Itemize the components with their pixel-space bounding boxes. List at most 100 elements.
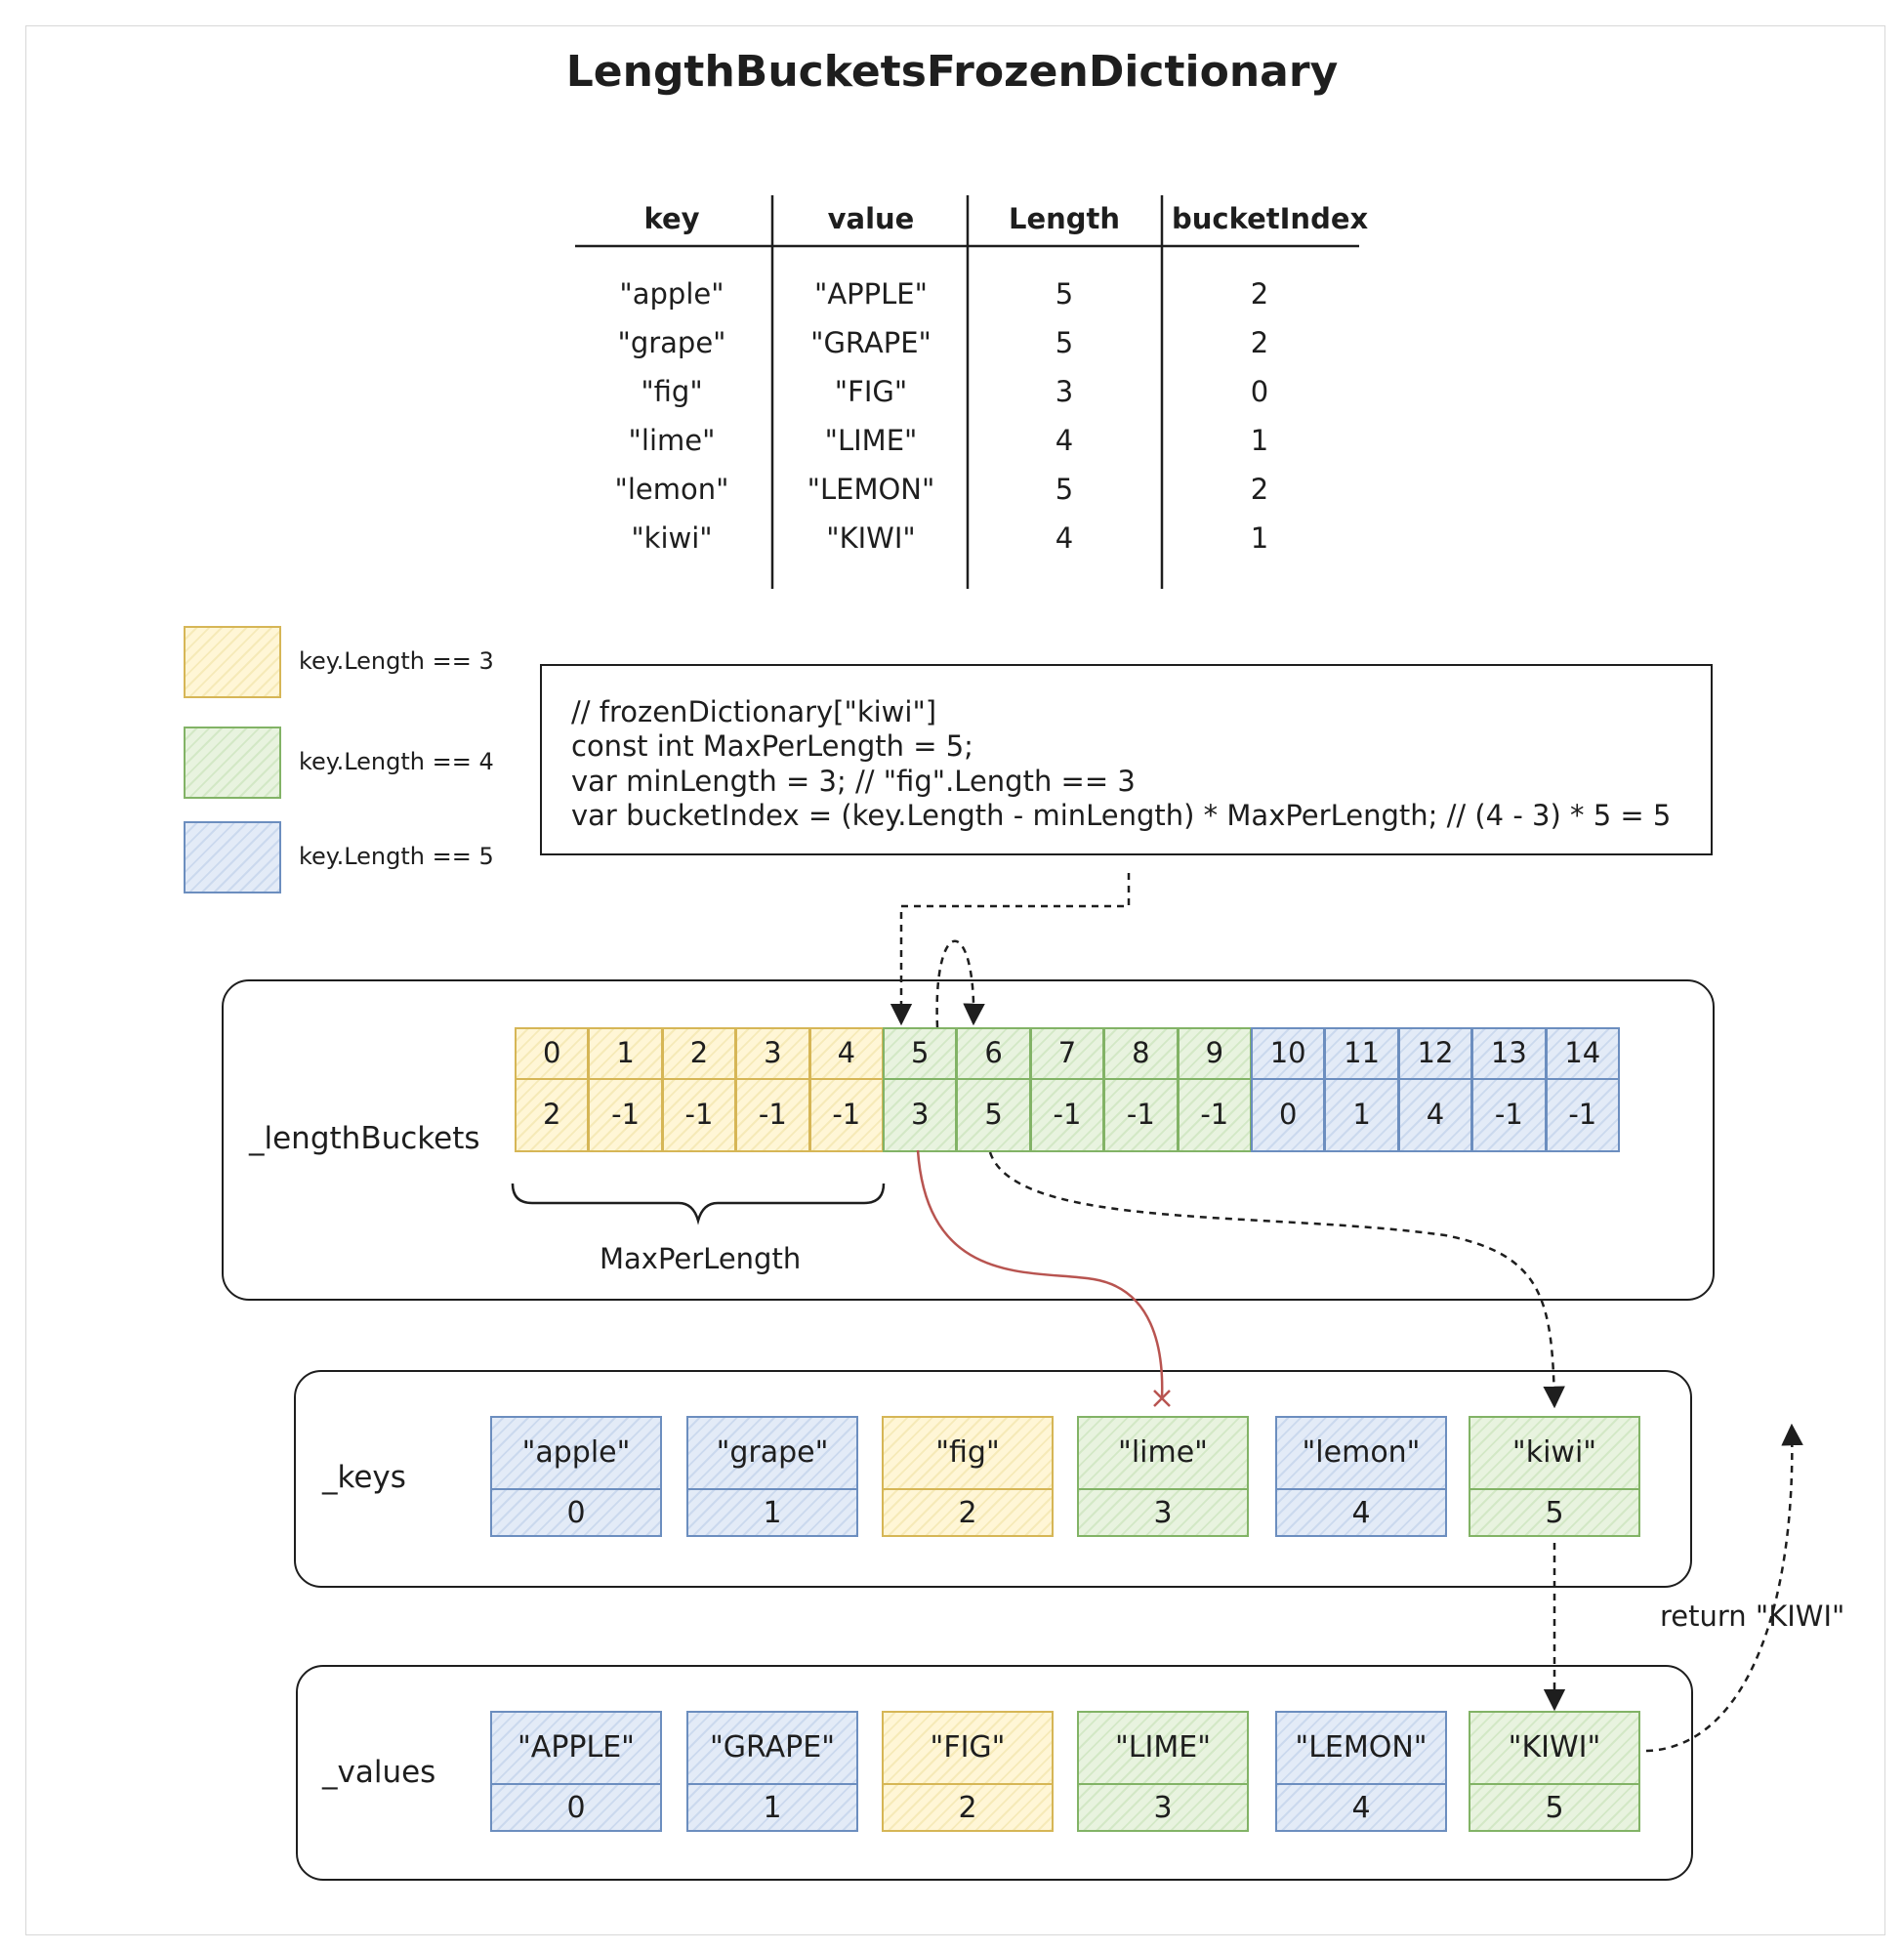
cell-divider: [492, 1783, 660, 1785]
value-index: 0: [566, 1791, 586, 1825]
code-line: var minLength = 3; // "fig".Length == 3: [571, 765, 1136, 798]
code-line: const int MaxPerLength = 5;: [571, 729, 973, 763]
value-text: "LIME": [1115, 1730, 1211, 1765]
table-cell: "LEMON": [807, 473, 935, 506]
cell-divider: [590, 1078, 661, 1080]
cell-divider: [1253, 1078, 1324, 1080]
table-cell: "FIG": [834, 375, 908, 408]
key-text: "lemon": [1302, 1435, 1421, 1470]
legend-label: key.Length == 5: [299, 843, 494, 870]
key-text: "apple": [521, 1435, 631, 1470]
value-cell: "FIG" 2: [882, 1711, 1054, 1832]
bucket-index: 10: [1269, 1036, 1306, 1069]
cell-divider: [1470, 1783, 1638, 1785]
table-cell: "lime": [628, 424, 716, 457]
table-cell: "apple": [619, 277, 724, 311]
value-index: 4: [1351, 1791, 1371, 1825]
legend-swatch: [184, 626, 281, 698]
length-bucket-cell: 2-1: [661, 1027, 737, 1152]
table-header: value: [827, 202, 915, 235]
length-bucket-cell: 1-1: [588, 1027, 663, 1152]
key-cell: "lemon" 4: [1275, 1416, 1447, 1537]
length-bucket-cell: 8-1: [1103, 1027, 1179, 1152]
key-index: 2: [958, 1496, 977, 1530]
table-cell: 1: [1250, 521, 1269, 555]
cell-divider: [1470, 1488, 1638, 1490]
value-cell: "LEMON"4: [1275, 1711, 1447, 1832]
table-cell: 2: [1250, 326, 1269, 359]
cell-divider: [885, 1078, 956, 1080]
table-header: Length: [1008, 202, 1121, 235]
bucket-index: 3: [764, 1036, 782, 1069]
key-cell: "fig"2: [882, 1416, 1054, 1537]
length-bucket-cell: 4 -1: [808, 1027, 884, 1152]
key-cell: "lime"3: [1077, 1416, 1249, 1537]
table-cell: 5: [1055, 473, 1074, 506]
table-cell: 5: [1055, 277, 1074, 311]
cell-divider: [492, 1488, 660, 1490]
bucket-index: 6: [984, 1036, 1003, 1069]
key-index: 0: [566, 1496, 586, 1530]
bucket-value: 3: [910, 1098, 930, 1131]
length-bucket-cell: 3-1: [735, 1027, 810, 1152]
code-line: // frozenDictionary["kiwi"]: [571, 695, 937, 728]
key-index: 4: [1351, 1496, 1371, 1530]
cell-divider: [1079, 1488, 1247, 1490]
value-index: 3: [1153, 1791, 1173, 1825]
bucket-value: -1: [1494, 1098, 1523, 1131]
value-index: 2: [958, 1791, 977, 1825]
table-cell: 2: [1250, 277, 1269, 311]
cell-divider: [884, 1488, 1052, 1490]
keys-label: _keys: [322, 1460, 406, 1495]
bucket-value: 0: [1278, 1098, 1298, 1131]
key-index: 3: [1153, 1496, 1173, 1530]
value-cell: "GRAPE"1: [686, 1711, 858, 1832]
bucket-index: 13: [1490, 1036, 1527, 1069]
page-frame: [25, 25, 1885, 1935]
value-cell: "APPLE"0: [490, 1711, 662, 1832]
key-text: "grape": [716, 1435, 829, 1470]
values-label: _values: [322, 1755, 436, 1790]
bucket-index: 7: [1057, 1036, 1077, 1069]
bucket-value: -1: [1053, 1098, 1082, 1131]
cell-divider: [1031, 1078, 1103, 1080]
bucket-index: 4: [837, 1036, 856, 1069]
value-text: "KIWI": [1508, 1730, 1601, 1765]
table-cell: "GRAPE": [810, 326, 931, 359]
bucket-value: -1: [832, 1098, 861, 1131]
bucket-value: 5: [984, 1098, 1003, 1131]
value-text: "FIG": [930, 1730, 1006, 1765]
table-header: bucketIndex: [1172, 202, 1369, 235]
cell-divider: [688, 1783, 856, 1785]
cell-divider: [1179, 1078, 1250, 1080]
cell-divider: [884, 1783, 1052, 1785]
bucket-value: 1: [1352, 1098, 1371, 1131]
cell-divider: [1105, 1078, 1177, 1080]
value-cell: "LIME" 3: [1077, 1711, 1249, 1832]
code-line: var bucketIndex = (key.Length - minLengt…: [571, 799, 1672, 832]
legend-label: key.Length == 4: [299, 748, 494, 775]
cell-divider: [810, 1078, 882, 1080]
value-text: "GRAPE": [709, 1730, 836, 1765]
legend-swatch: [184, 821, 281, 893]
bucket-index: 11: [1344, 1036, 1381, 1069]
bucket-index: 0: [542, 1036, 561, 1069]
table-cell: "APPLE": [814, 277, 928, 311]
table-lines: [575, 195, 1359, 589]
cell-divider: [1326, 1078, 1397, 1080]
length-buckets-label: _lengthBuckets: [249, 1121, 480, 1156]
bucket-index: 5: [910, 1036, 930, 1069]
table-cell: 0: [1250, 375, 1269, 408]
table-cell: 1: [1250, 424, 1269, 457]
cell-divider: [1277, 1488, 1445, 1490]
length-bucket-cell: 14-1: [1545, 1027, 1620, 1152]
table-cell: "kiwi": [631, 521, 713, 555]
cell-divider: [1547, 1078, 1618, 1080]
bucket-index: 8: [1132, 1036, 1150, 1069]
table-cell: "KIWI": [826, 521, 916, 555]
key-cell: "kiwi"5: [1469, 1416, 1640, 1537]
